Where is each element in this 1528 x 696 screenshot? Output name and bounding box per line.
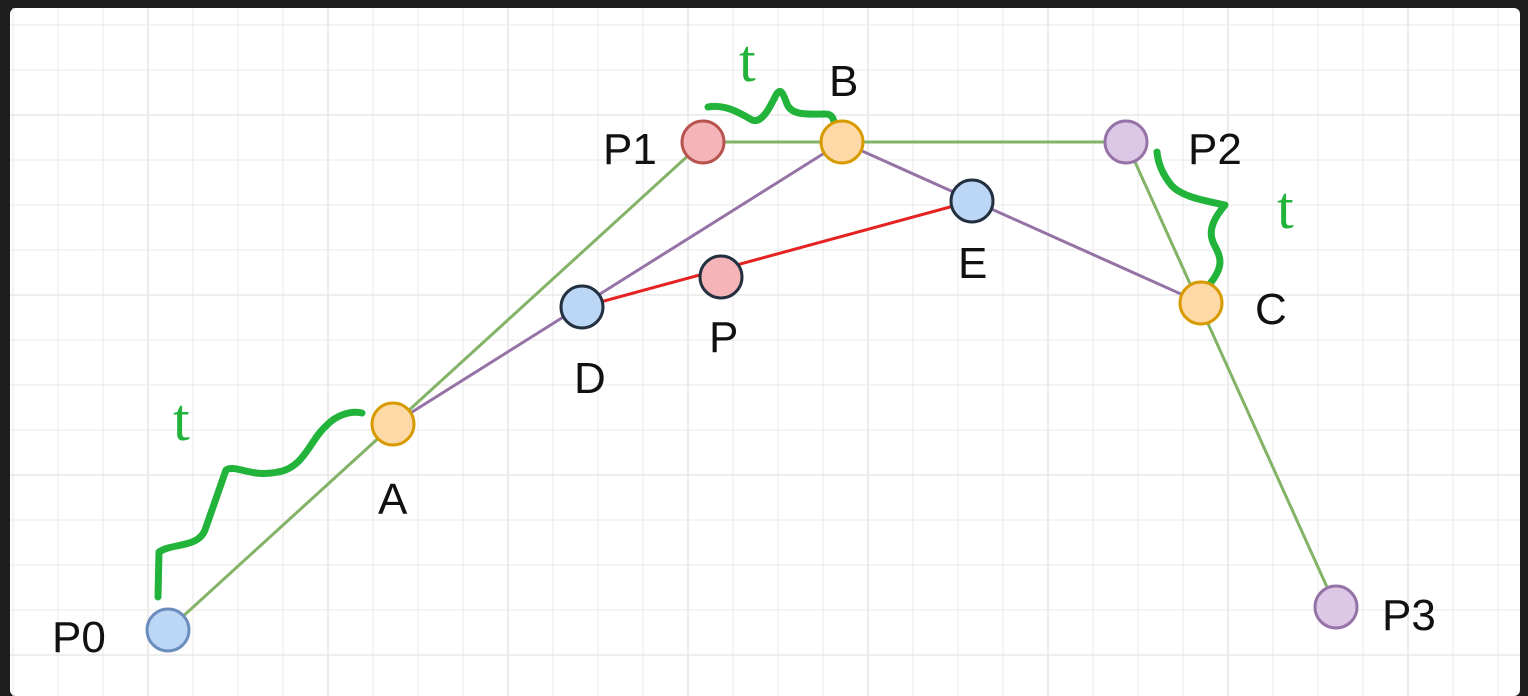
point-p bbox=[698, 254, 744, 300]
t-brace-p1-b bbox=[704, 87, 839, 133]
point-p3 bbox=[1313, 584, 1359, 630]
label-b: B bbox=[829, 57, 858, 106]
points bbox=[145, 119, 1359, 653]
label-p0: P0 bbox=[52, 613, 106, 662]
segment-p2-p3 bbox=[1124, 141, 1338, 608]
label-p3: P3 bbox=[1382, 591, 1436, 640]
point-d bbox=[559, 284, 605, 330]
t-annotations bbox=[154, 87, 1229, 601]
second-level-polygon bbox=[392, 140, 1202, 426]
point-e bbox=[949, 178, 995, 224]
label-p2: P2 bbox=[1188, 125, 1242, 174]
point-b bbox=[819, 119, 865, 165]
segment-a-b bbox=[392, 140, 843, 426]
grid bbox=[10, 8, 1520, 696]
label-c: C bbox=[1255, 285, 1287, 334]
control-polygon bbox=[166, 140, 1338, 632]
t-label-p1-b: t bbox=[739, 28, 756, 94]
point-p0 bbox=[145, 607, 191, 653]
segment-p0-p1 bbox=[166, 140, 705, 632]
point-p2 bbox=[1103, 119, 1149, 165]
label-a: A bbox=[378, 475, 408, 524]
label-d: D bbox=[574, 354, 606, 403]
t-brace-p0-a bbox=[154, 408, 366, 601]
point-c bbox=[1178, 280, 1224, 326]
t-brace-p2-c bbox=[1153, 148, 1229, 290]
label-e: E bbox=[958, 239, 987, 288]
point-a bbox=[370, 401, 416, 447]
point-labels: P0 A D P P1 B E P2 C P3 bbox=[52, 57, 1436, 662]
segment-d-e bbox=[581, 199, 973, 309]
label-p: P bbox=[709, 313, 738, 362]
point-p1 bbox=[680, 119, 726, 165]
label-p1: P1 bbox=[603, 125, 657, 174]
segment-b-c bbox=[841, 140, 1202, 305]
t-label-p0-a: t bbox=[173, 387, 190, 453]
t-label-p2-c: t bbox=[1277, 175, 1294, 241]
